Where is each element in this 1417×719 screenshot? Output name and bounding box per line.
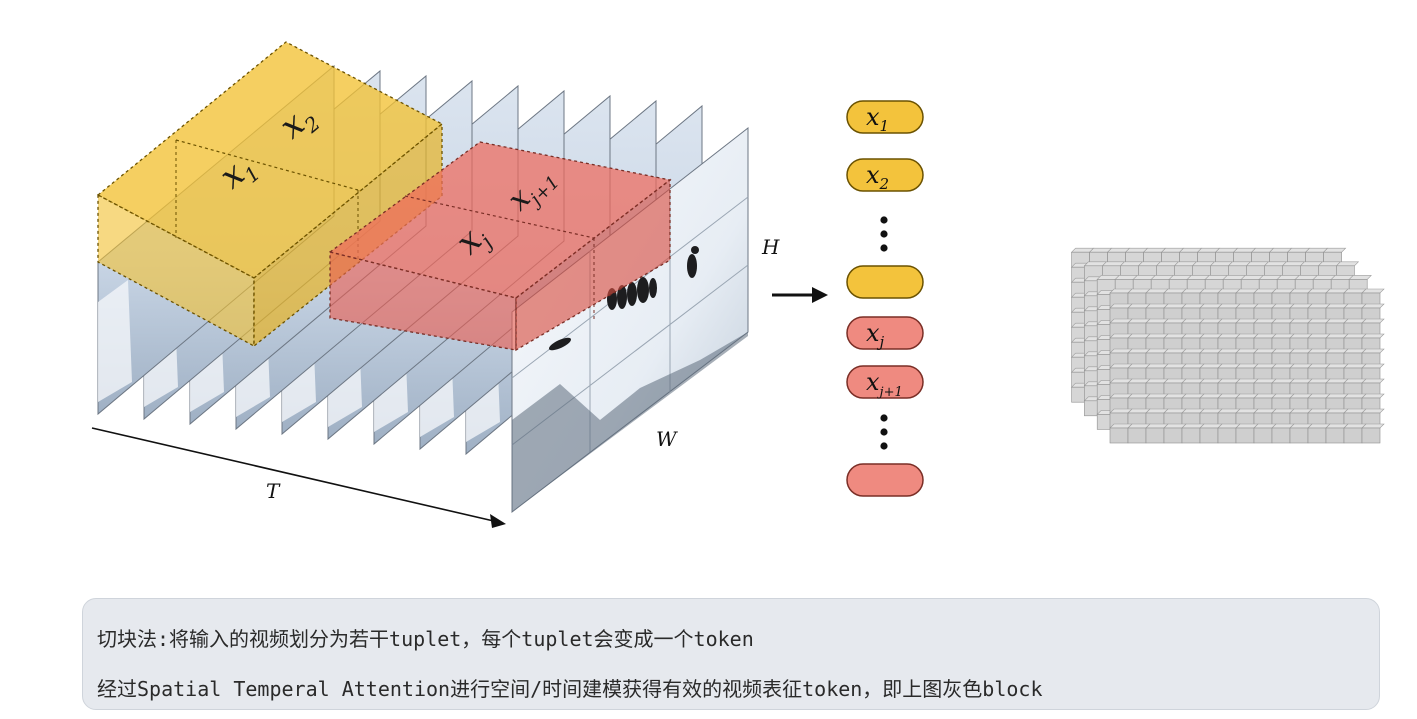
token-label: xj bbox=[866, 319, 885, 351]
cube-front bbox=[1271, 427, 1291, 444]
red-tuplet: xj xj+1 bbox=[328, 141, 672, 352]
right-arrow-icon bbox=[772, 287, 828, 303]
cube-front bbox=[1235, 427, 1255, 444]
caption-box: 切块法:将输入的视频划分为若干tuplet，每个tuplet会变成一个token… bbox=[82, 598, 1380, 710]
ellipsis-dot bbox=[880, 230, 888, 238]
width-axis-label: W bbox=[656, 427, 678, 451]
cube-front bbox=[1307, 427, 1327, 444]
caption-line-2: 经过Spatial Temperal Attention进行空间/时间建模获得有… bbox=[97, 677, 1043, 701]
token-pill bbox=[846, 316, 924, 350]
token-sequence: x1 x2 xj xj+1 bbox=[846, 100, 924, 497]
token-pill bbox=[846, 265, 924, 299]
cube-front bbox=[1163, 427, 1183, 444]
cube-top bbox=[1361, 303, 1385, 309]
cube-top bbox=[1361, 288, 1385, 294]
cube-top bbox=[1361, 378, 1385, 384]
frame-snow-patch bbox=[98, 280, 132, 402]
time-axis: T bbox=[91, 427, 506, 528]
cube-front bbox=[1361, 427, 1381, 444]
front-video-frame bbox=[511, 126, 749, 514]
cube-front bbox=[1253, 427, 1273, 444]
cube-top bbox=[1361, 318, 1385, 324]
token-pill bbox=[846, 100, 924, 134]
cube-top bbox=[1335, 261, 1360, 267]
ellipsis-dot bbox=[880, 428, 888, 436]
output-token-block bbox=[1070, 247, 1385, 444]
cube-front bbox=[1217, 427, 1237, 444]
cube-front bbox=[1127, 427, 1147, 444]
cube-front bbox=[1325, 427, 1345, 444]
cube-top bbox=[1348, 275, 1372, 280]
cube-top bbox=[1361, 333, 1385, 339]
token-label: x2 bbox=[866, 161, 889, 193]
height-axis-label: H bbox=[761, 235, 780, 259]
token-pill bbox=[846, 463, 924, 497]
cube-front bbox=[1289, 427, 1309, 444]
ellipsis-dot bbox=[880, 244, 888, 252]
token-pill bbox=[846, 158, 924, 192]
token-pill bbox=[846, 365, 924, 399]
cube-top bbox=[1361, 408, 1385, 414]
cube-top bbox=[1361, 348, 1385, 354]
ellipsis-dot bbox=[880, 442, 888, 450]
cube-front bbox=[1199, 427, 1219, 444]
cube-top bbox=[1361, 423, 1385, 429]
token-label: xj+1 bbox=[866, 368, 903, 400]
token-label: x1 bbox=[866, 103, 889, 135]
ellipsis-dot bbox=[880, 414, 888, 422]
cube-front bbox=[1181, 427, 1201, 444]
ellipsis-dot bbox=[880, 216, 888, 224]
cube-top bbox=[1361, 393, 1385, 399]
cube-top bbox=[1322, 247, 1347, 253]
cube-front bbox=[1145, 427, 1165, 444]
cube-top bbox=[1361, 363, 1385, 369]
caption-line-1: 切块法:将输入的视频划分为若干tuplet，每个tuplet会变成一个token bbox=[97, 627, 754, 651]
cube-front bbox=[1343, 427, 1363, 444]
time-axis-label: T bbox=[266, 479, 281, 503]
penguin-group bbox=[548, 246, 699, 351]
yellow-tuplet: x1 x2 bbox=[96, 41, 444, 348]
cube-front bbox=[1109, 427, 1129, 444]
